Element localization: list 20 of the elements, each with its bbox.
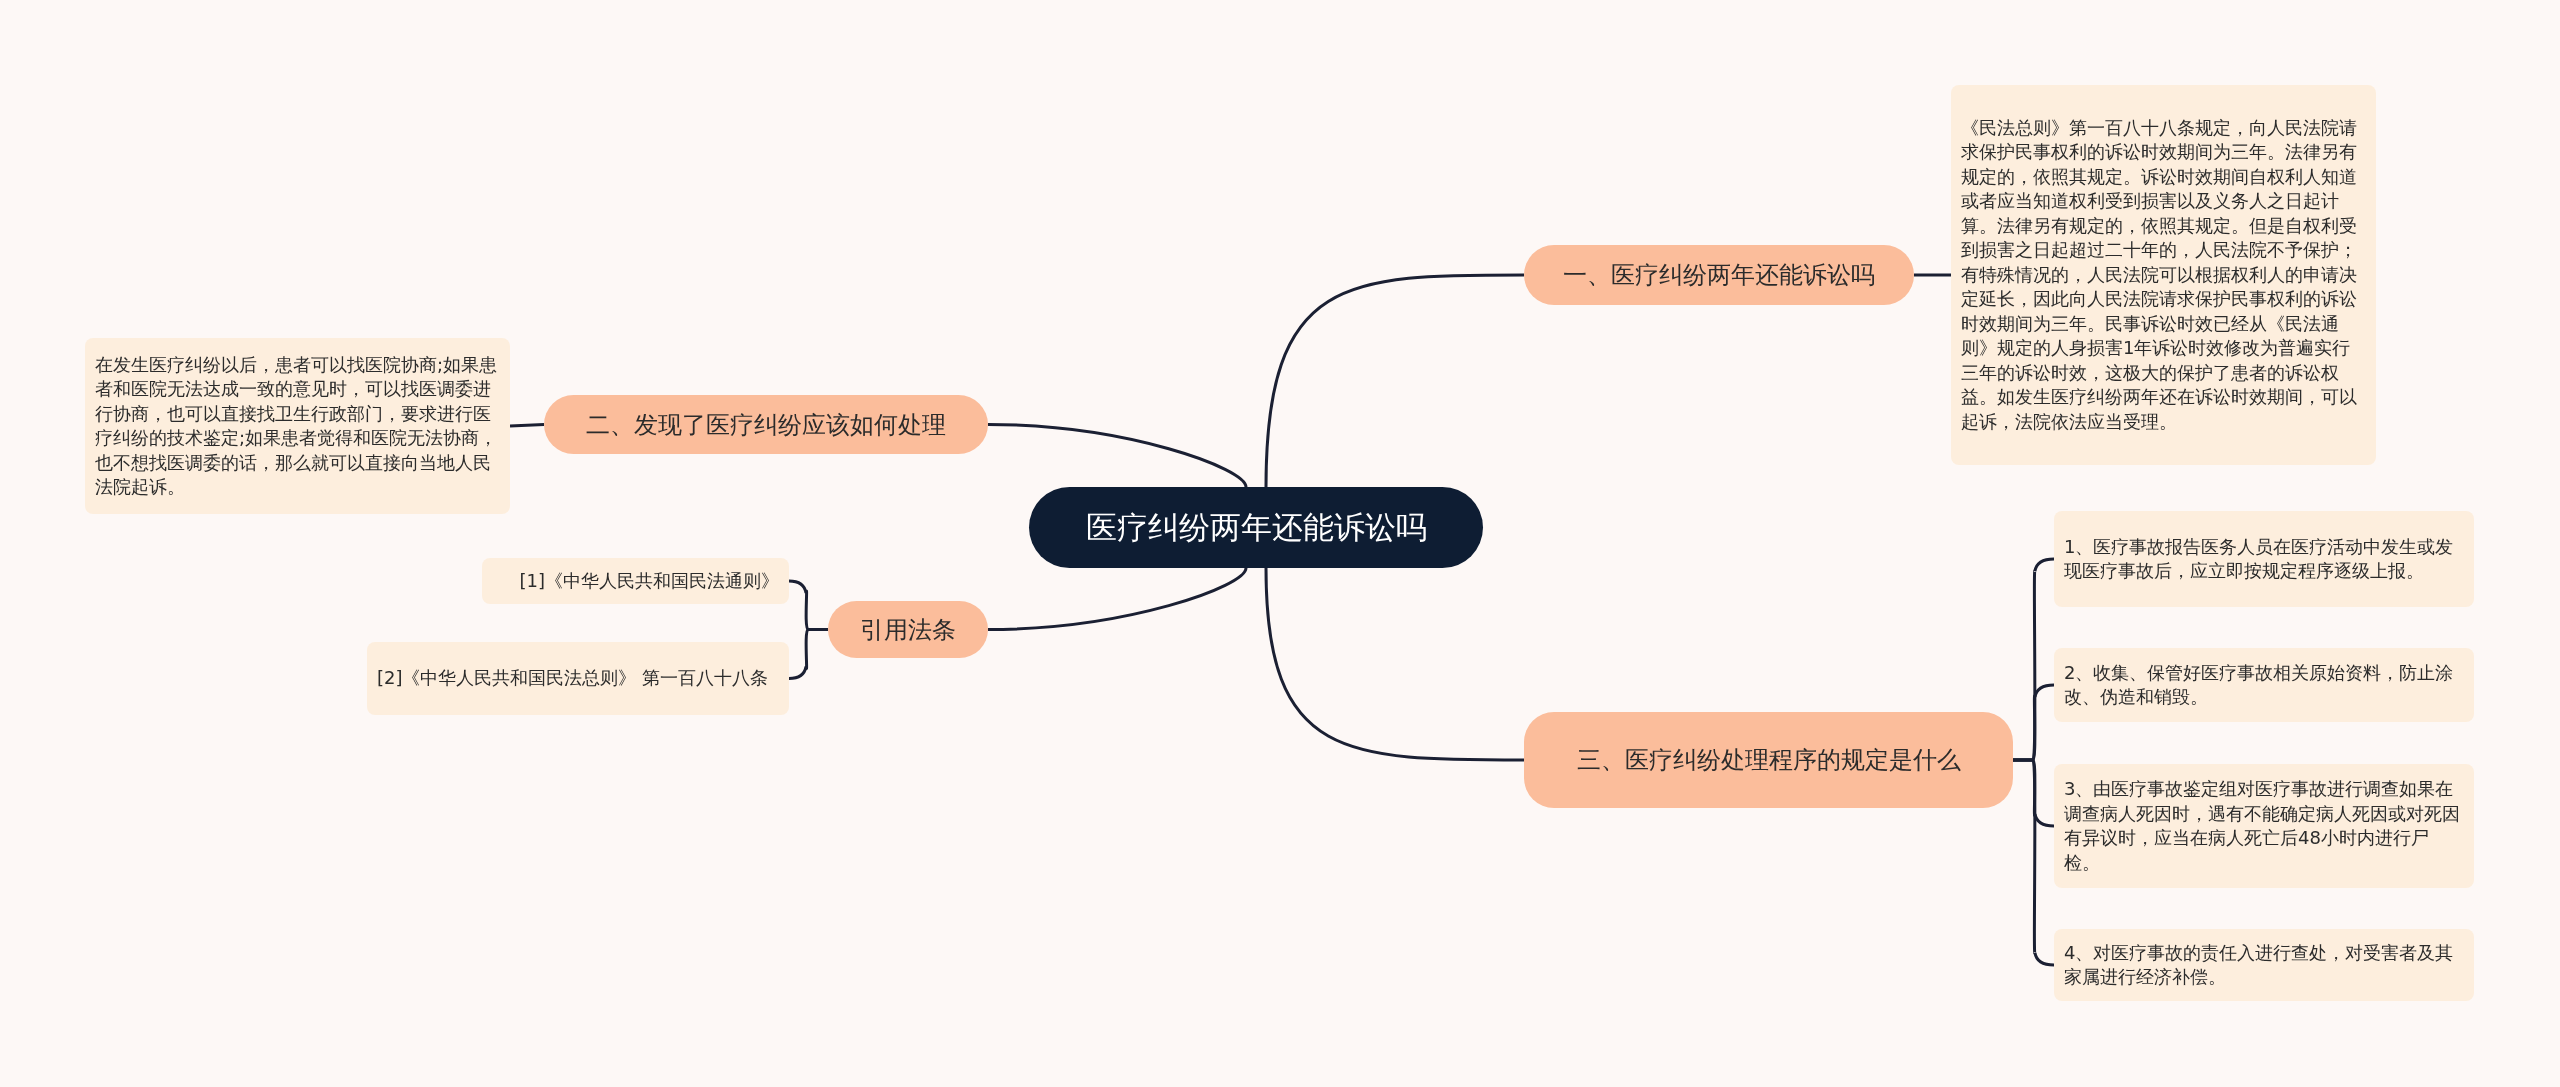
note-card: 4、对医疗事故的责任入进行查处，对受害者及其家属进行经济补偿。: [2054, 929, 2474, 1001]
note-card: 2、收集、保管好医疗事故相关原始资料，防止涂改、伪造和销毁。: [2054, 648, 2474, 722]
note-card: 在发生医疗纠纷以后，患者可以找医院协商;如果患者和医院无法达成一致的意见时，可以找医调委进行协商，也可以直接找卫生行政部门，要求进行医疗纠纷的技术鉴定;如果患者觉得和医院无法协商，也不想找医调委的话，那么就可以直接向当地人民法院起诉。: [85, 338, 510, 514]
topic-pill: 一、医疗纠纷两年还能诉讼吗: [1524, 245, 1914, 305]
topic-pill: 引用法条: [828, 601, 988, 658]
note-card: 《民法总则》第一百八十八条规定，向人民法院请求保护民事权利的诉讼时效期间为三年。法律另有规定的，依照其规定。诉讼时效期间自权利人知道或者应当知道权利受到损害以及义务人之日起计算。法律另有规定的，依照其规定。但是自权利受到损害之日起超过二十年的，人民法院不予保护；有特殊情况的，人民法院可以根据权利人的申请决定延长，因此向人民法院请求保护民事权利的诉讼时效期间为三年。民事诉讼时效已经从《民法通则》规定的人身损害1年诉讼时效修改为普遍实行三年的诉讼时效，这极大的保护了患者的诉讼权益。如发生医疗纠纷两年还在诉讼时效期间，可以起诉，法院依法应当受理。: [1951, 85, 2376, 465]
note-card: [1]《中华人民共和国民法通则》: [482, 558, 789, 604]
note-card: 3、由医疗事故鉴定组对医疗事故进行调查如果在调查病人死因时，遇有不能确定病人死因或对死因有异议时，应当在病人死亡后48小时内进行尸检。: [2054, 764, 2474, 888]
note-card: 1、医疗事故报告医务人员在医疗活动中发生或发现医疗事故后，应立即按规定程序逐级上报。: [2054, 511, 2474, 607]
connector-line: [509, 423, 545, 428]
connector-line: [1914, 273, 1951, 277]
note-card: [2]《中华人民共和国民法总则》 第一百八十八条: [367, 642, 789, 715]
connector-line: [987, 567, 1248, 631]
connector-line: [788, 628, 828, 680]
connector-line: [987, 423, 1248, 488]
topic-pill: 三、医疗纠纷处理程序的规定是什么: [1524, 712, 2013, 808]
connector-line: [1264, 567, 1524, 762]
topic-pill: 二、发现了医疗纠纷应该如何处理: [544, 395, 988, 454]
central-topic-pill: 医疗纠纷两年还能诉讼吗: [1029, 487, 1483, 568]
connector-line: [1264, 273, 1524, 488]
